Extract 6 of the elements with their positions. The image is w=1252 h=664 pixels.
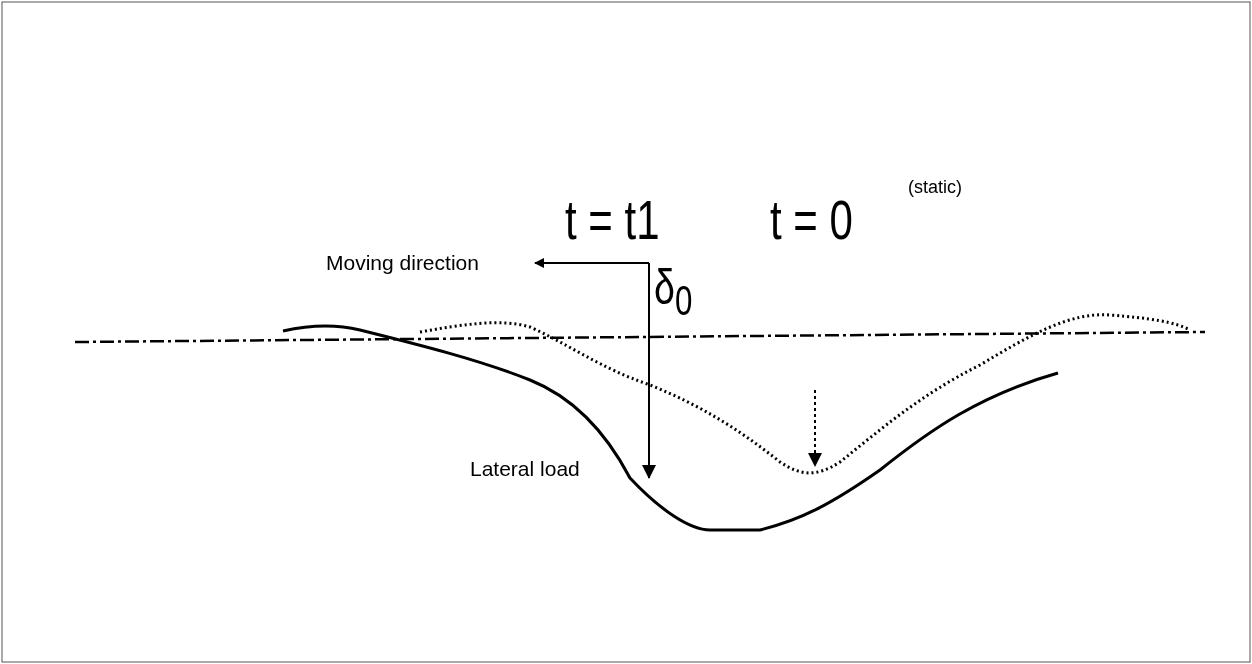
time-label: t = 0 <box>770 192 853 248</box>
direction-label: Moving direction <box>326 252 479 273</box>
displacement-symbol: δ$_{0}$ <box>654 262 693 322</box>
load-label: Lateral load <box>470 458 580 479</box>
state-note: (static) <box>908 178 962 196</box>
time-label: t = t1 <box>565 192 660 248</box>
